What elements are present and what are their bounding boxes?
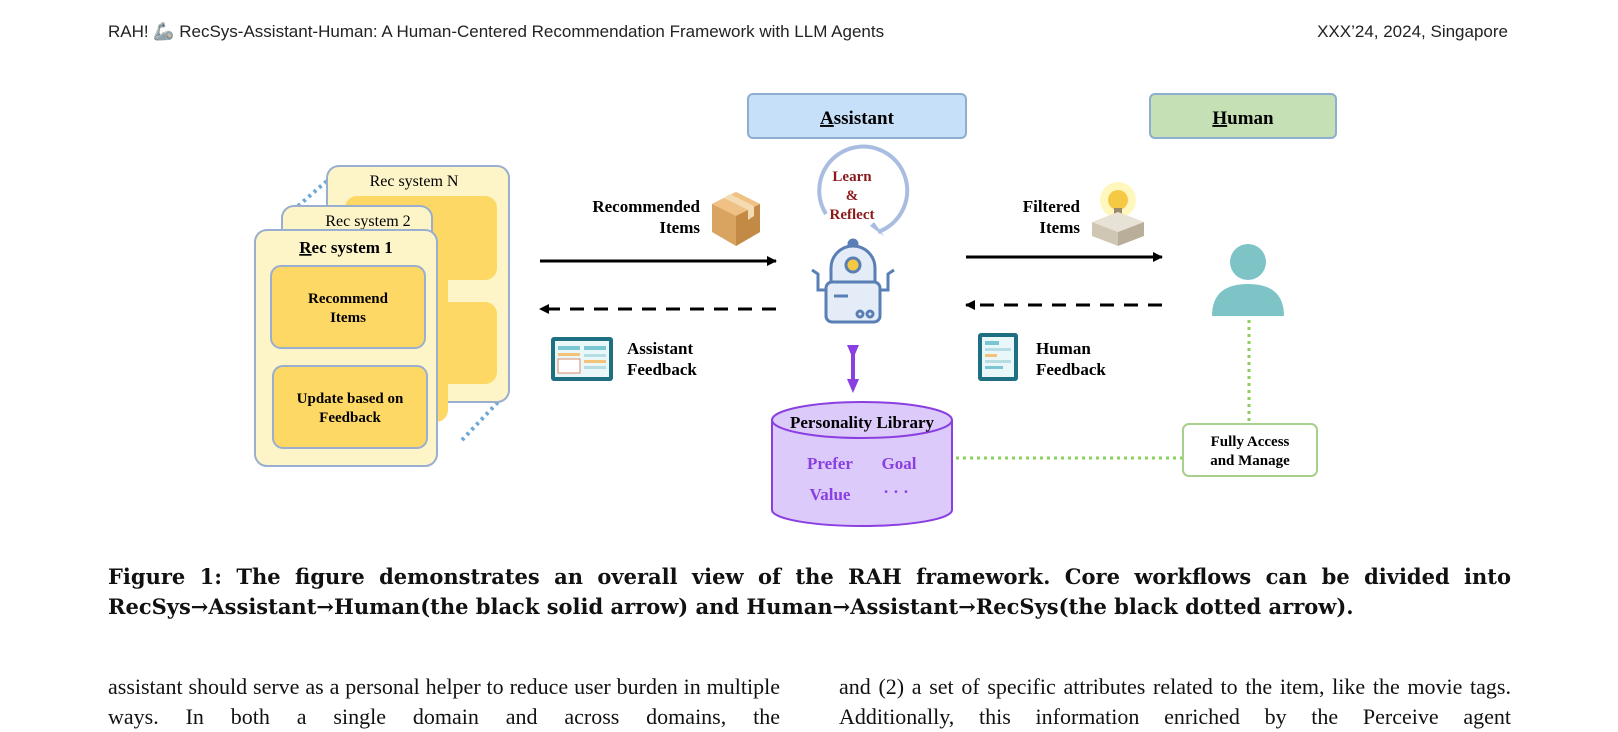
svg-text:Value: Value bbox=[810, 485, 851, 504]
svg-text:Feedback: Feedback bbox=[627, 360, 697, 379]
svg-text:Items: Items bbox=[659, 218, 700, 237]
svg-text:Rec system 2: Rec system 2 bbox=[325, 213, 410, 230]
assistant-title-box: Assistant bbox=[747, 93, 967, 139]
rec-system-stack: Rec system N Rec system 2 Rec system 1 R… bbox=[254, 165, 510, 467]
body-text-right: and (2) a set of specific attributes rel… bbox=[839, 674, 1511, 729]
learn-reflect-cycle: Learn & Reflect bbox=[817, 144, 910, 236]
svg-text:and Manage: and Manage bbox=[1210, 453, 1290, 469]
svg-text:Learn: Learn bbox=[832, 169, 872, 185]
svg-text:· · ·: · · · bbox=[883, 482, 909, 501]
svg-text:Personality Library: Personality Library bbox=[790, 413, 935, 432]
person-icon bbox=[1212, 244, 1284, 316]
assistant-feedback-label: Assistant Feedback bbox=[627, 339, 697, 379]
svg-text:&: & bbox=[846, 188, 859, 204]
svg-text:Human: Human bbox=[1212, 108, 1274, 129]
robot-assistant-icon bbox=[811, 238, 895, 324]
running-header: RAH! 🦾 RecSys-Assistant-Human: A Human-C… bbox=[108, 22, 1508, 42]
svg-text:Assistant: Assistant bbox=[820, 108, 895, 129]
rah-framework-figure: Assistant Human Rec system N Rec system … bbox=[254, 93, 1337, 527]
recommend-items-box bbox=[270, 265, 426, 349]
header-title: RAH! 🦾 RecSys-Assistant-Human: A Human-C… bbox=[108, 22, 885, 41]
filtered-items-label: Filtered Items bbox=[1023, 197, 1081, 237]
svg-text:Items: Items bbox=[330, 310, 366, 326]
svg-text:Feedback: Feedback bbox=[319, 410, 381, 426]
human-feedback-label: Human Feedback bbox=[1036, 339, 1106, 379]
svg-text:Fully Access: Fully Access bbox=[1211, 434, 1290, 450]
svg-text:Update based on: Update based on bbox=[297, 391, 404, 407]
svg-text:Goal: Goal bbox=[882, 454, 917, 473]
svg-text:Filtered: Filtered bbox=[1023, 197, 1081, 216]
svg-text:Rec system N: Rec system N bbox=[370, 173, 459, 190]
fully-access-box: Fully Access and Manage bbox=[1182, 423, 1318, 477]
human-title-box: Human bbox=[1149, 93, 1337, 139]
svg-text:Rec system 1: Rec system 1 bbox=[299, 238, 392, 257]
svg-text:Assistant: Assistant bbox=[627, 339, 693, 358]
svg-text:Feedback: Feedback bbox=[1036, 360, 1106, 379]
svg-text:Human: Human bbox=[1036, 339, 1091, 358]
figure-caption: Figure 1: The figure demonstrates an ove… bbox=[108, 564, 1511, 619]
assistant-feedback-icon bbox=[551, 337, 613, 381]
svg-text:Prefer: Prefer bbox=[807, 454, 853, 473]
rec-system-1-card: Rec system 1 Recommend Items Update base… bbox=[254, 229, 438, 467]
body-text-left: assistant should serve as a personal hel… bbox=[108, 674, 780, 729]
lightbulb-box-icon bbox=[1092, 182, 1144, 246]
svg-text:Recommend: Recommend bbox=[308, 291, 389, 307]
update-feedback-box bbox=[272, 365, 428, 449]
personality-library: Personality Library Prefer Goal Value · … bbox=[771, 401, 953, 527]
human-feedback-icon bbox=[978, 333, 1018, 381]
box-icon bbox=[712, 192, 760, 246]
recommended-items-label: Recommended Items bbox=[592, 197, 700, 237]
svg-text:Items: Items bbox=[1039, 218, 1080, 237]
svg-text:Reflect: Reflect bbox=[830, 207, 875, 223]
svg-text:Recommended: Recommended bbox=[592, 197, 700, 216]
header-venue: XXX’24, 2024, Singapore bbox=[1317, 22, 1508, 41]
